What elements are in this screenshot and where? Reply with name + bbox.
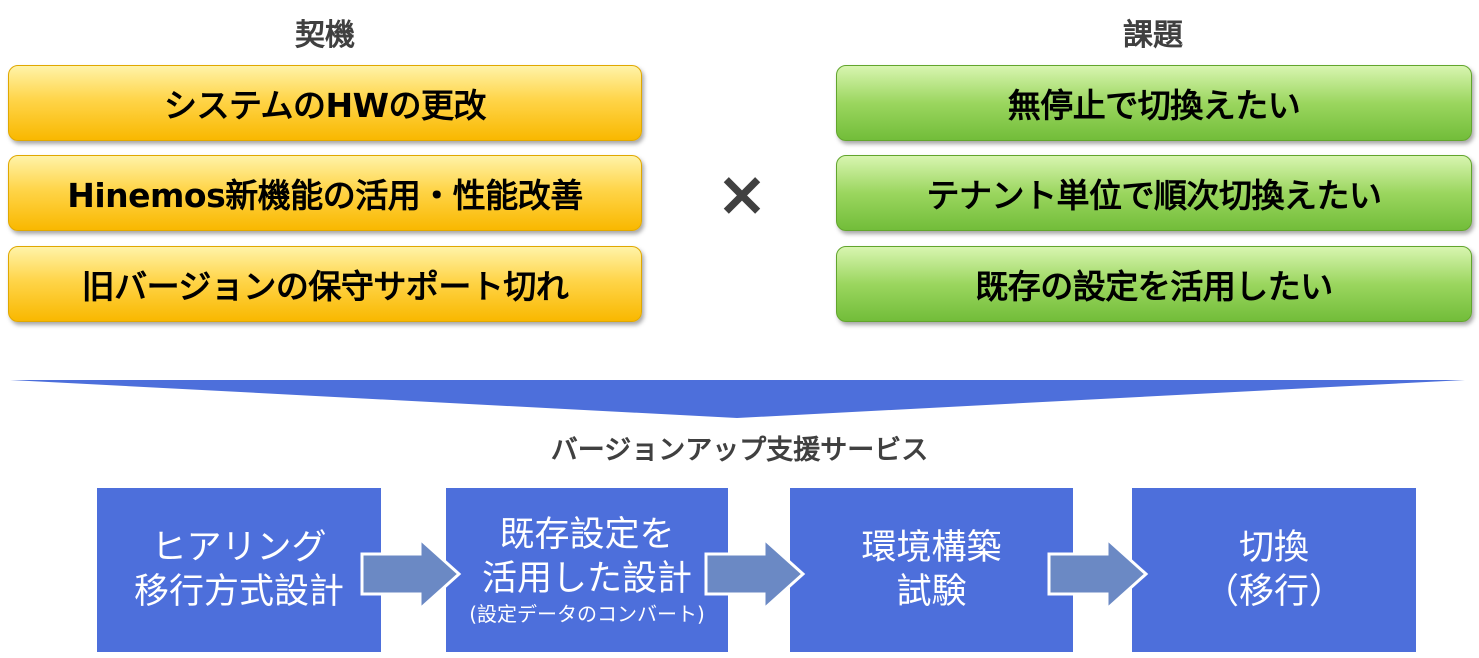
issue-box-2: テナント単位で順次切換えたい [836, 155, 1472, 231]
trigger-box-1: システムのHWの更改 [8, 65, 642, 141]
step-note: (設定データのコンバート) [469, 602, 705, 626]
step-line: 試験 [896, 572, 967, 612]
step-hearing: ヒアリング 移行方式設計 [97, 488, 381, 652]
right-heading: 課題 [1123, 18, 1183, 53]
step-line: 活用した設計 [481, 559, 692, 599]
step-line: 既存設定を [499, 515, 675, 555]
trigger-box-3: 旧バージョンの保守サポート切れ [8, 246, 642, 322]
step-switchover: 切換 （移行） [1132, 488, 1416, 652]
right-arrow-icon [1047, 536, 1149, 612]
multiply-sign: × [716, 156, 768, 230]
left-heading: 契機 [295, 18, 355, 53]
issue-box-3: 既存の設定を活用したい [836, 246, 1472, 322]
right-arrow-icon [704, 536, 806, 612]
right-arrow-icon [360, 536, 462, 612]
service-title: バージョンアップ支援サービス [550, 435, 929, 466]
step-line: 環境構築 [861, 528, 1002, 568]
step-line: ヒアリング [151, 528, 327, 568]
step-line: 移行方式設計 [133, 572, 344, 612]
step-line: 切換 [1238, 528, 1309, 568]
step-line: （移行） [1203, 572, 1344, 612]
trigger-box-2: Hinemos新機能の活用・性能改善 [8, 155, 642, 231]
issue-box-1: 無停止で切換えたい [836, 65, 1472, 141]
step-build-test: 環境構築 試験 [790, 488, 1073, 652]
step-design: 既存設定を 活用した設計 (設定データのコンバート) [446, 488, 728, 652]
